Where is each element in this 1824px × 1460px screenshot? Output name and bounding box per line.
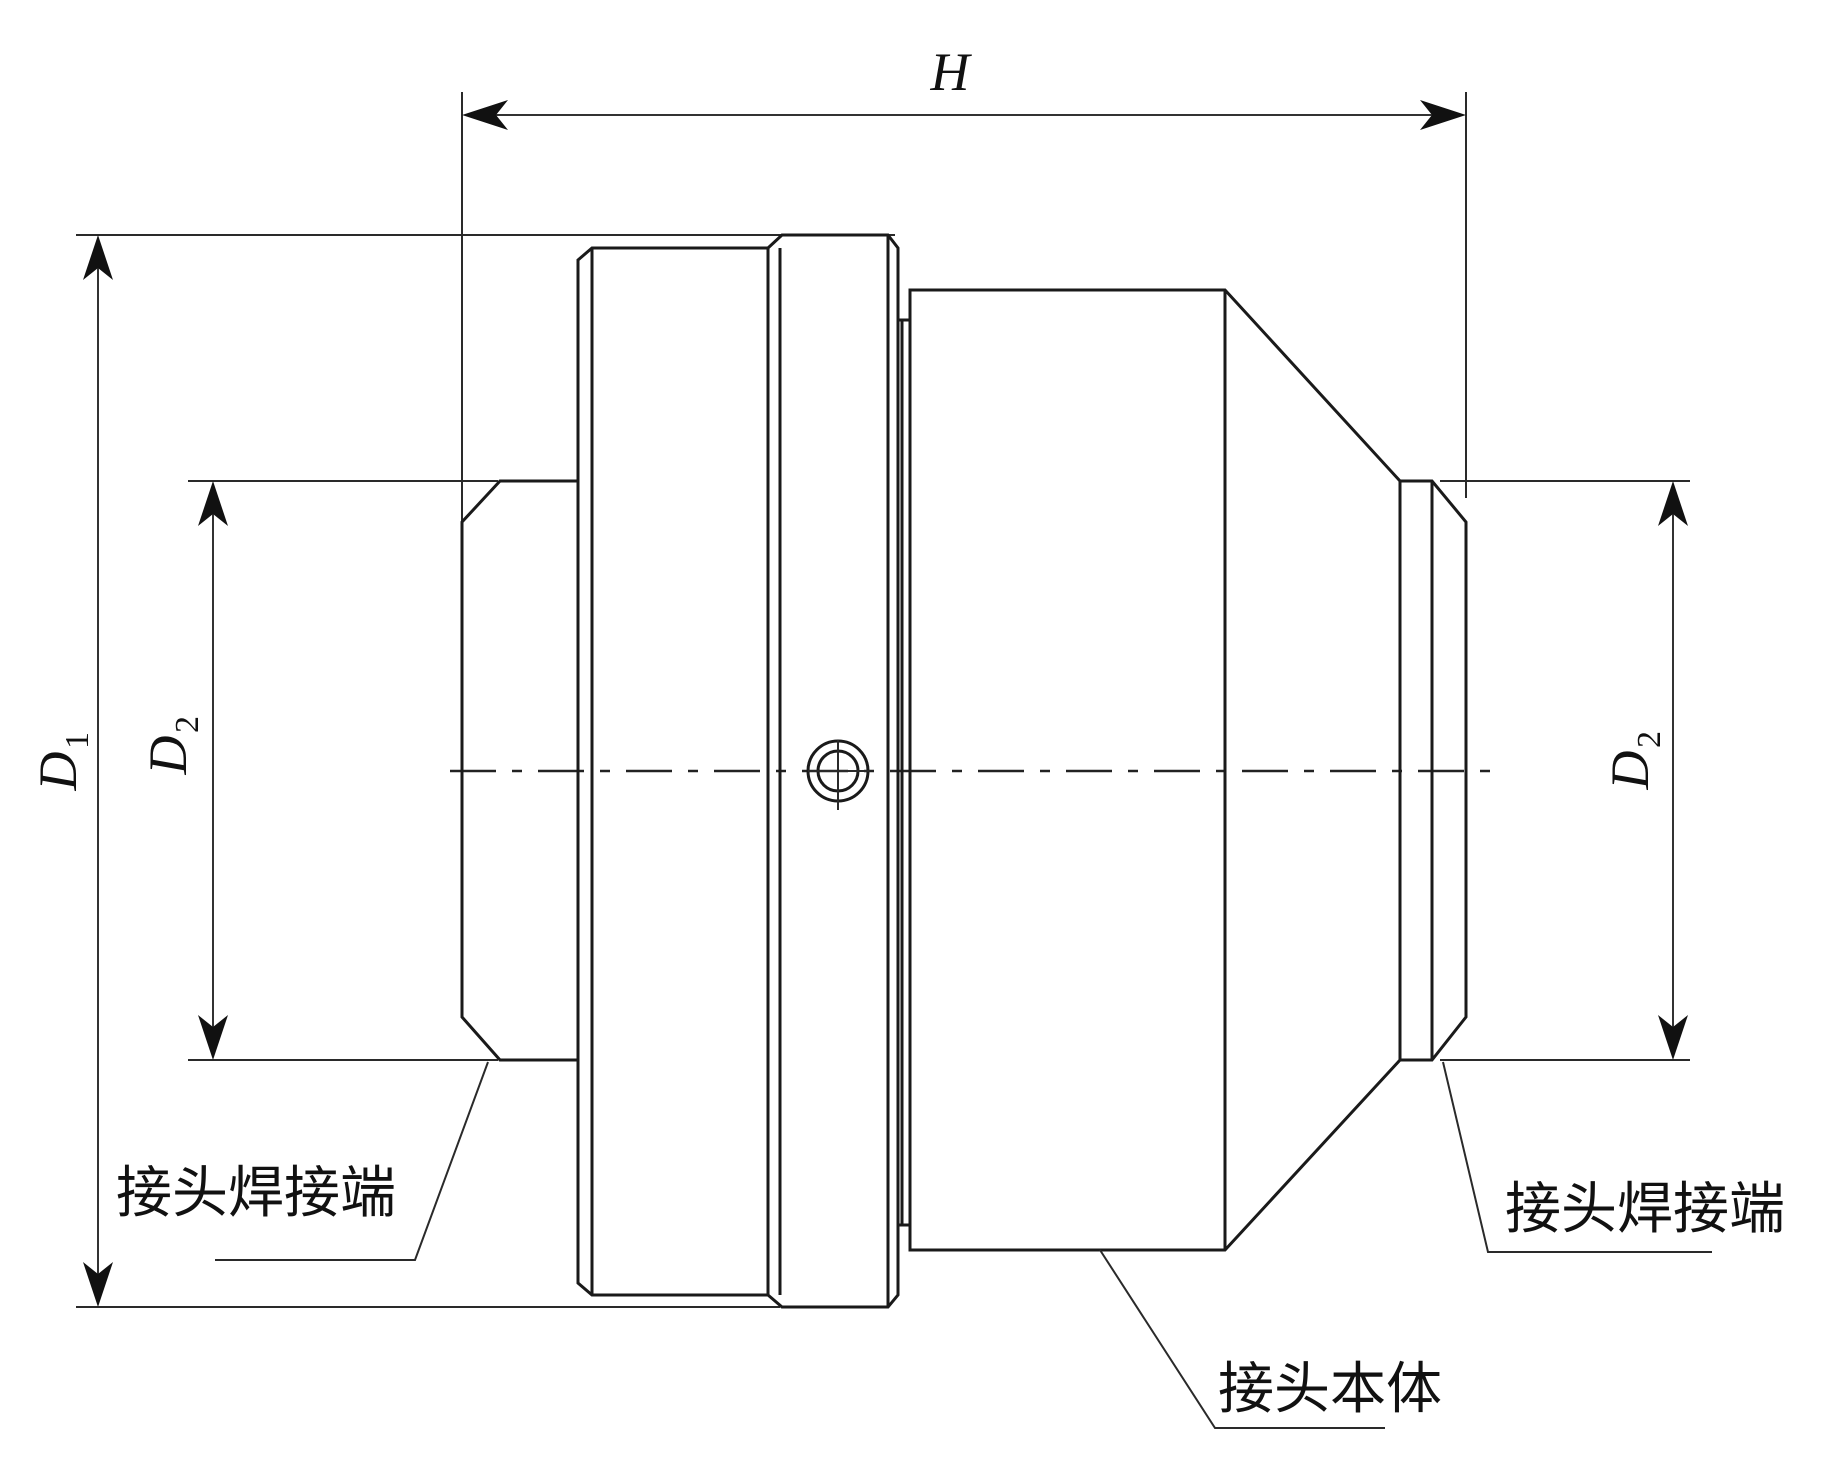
connector-body (898, 288, 1402, 1252)
leader-lines (215, 1061, 1712, 1429)
dimension-H-label: H (930, 42, 973, 102)
dimension-D1: D 1 (28, 235, 113, 1307)
dimension-D2-left-subscript: 2 (169, 716, 206, 733)
dimension-D1-label: D (28, 752, 88, 792)
dimension-D2-right-label: D (1600, 751, 1660, 791)
callout-left-weld-end: 接头焊接端 (116, 1161, 396, 1226)
dimension-D2-left-label: D (138, 736, 198, 776)
callout-body: 接头本体 (1218, 1357, 1442, 1422)
dimension-H: H (462, 42, 1466, 130)
extension-lines (76, 92, 1690, 1308)
dimension-D2-left: D 2 (138, 481, 228, 1060)
dimension-D2-right-subscript: 2 (1631, 731, 1668, 748)
dimension-D2-right: D 2 (1600, 481, 1688, 1060)
callout-right-weld-end: 接头焊接端 (1505, 1177, 1785, 1242)
set-screw-icon (806, 739, 870, 810)
dimension-D1-subscript: 1 (59, 732, 96, 749)
left-weld-end (460, 479, 578, 1062)
union-nut (576, 233, 900, 1309)
right-weld-end (1400, 479, 1468, 1062)
